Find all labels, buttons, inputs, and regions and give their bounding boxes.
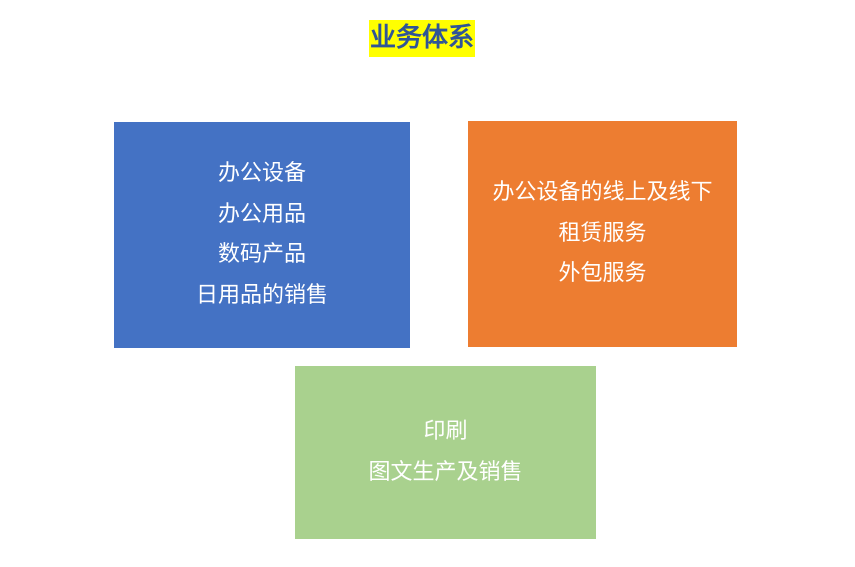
- box-line: 办公用品: [217, 201, 306, 227]
- box-line: 租赁服务: [558, 220, 647, 246]
- business-box-leasing-services: 办公设备的线上及线下 租赁服务 外包服务: [468, 121, 737, 347]
- box-line: 图文生产及销售: [368, 459, 523, 485]
- box-line: 外包服务: [558, 261, 647, 287]
- business-box-office-supplies: 办公设备 办公用品 数码产品 日用品的销售: [114, 122, 410, 348]
- box-line: 日用品的销售: [195, 282, 328, 308]
- business-box-printing: 印刷 图文生产及销售: [295, 366, 596, 539]
- box-line: 印刷: [423, 419, 468, 444]
- box-line: 办公设备的线上及线下: [492, 180, 713, 206]
- box-line: 办公设备: [217, 161, 306, 186]
- box-line: 数码产品: [217, 242, 306, 267]
- page-title: 业务体系: [369, 20, 476, 57]
